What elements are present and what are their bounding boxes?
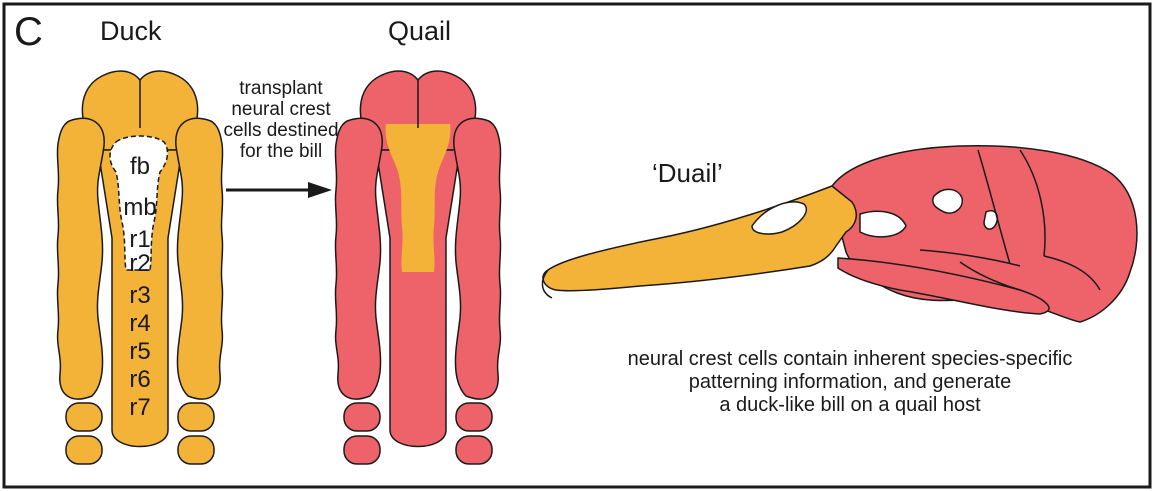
chimera-label: ‘Duail’ xyxy=(652,160,723,186)
caption-line-3: a duck-like bill on a quail host xyxy=(590,394,1110,417)
duck-somite-right-2 xyxy=(178,436,214,464)
segment-label-r3: r3 xyxy=(110,284,170,308)
quail-somite-left-2 xyxy=(344,436,380,464)
segment-label-r2: r2 xyxy=(110,252,170,276)
arrow-caption-line-3: cells destined xyxy=(206,120,356,141)
segment-label-r7: r7 xyxy=(110,396,170,420)
quail-right-column xyxy=(454,118,501,399)
arrow-caption: transplant neural crest cells destined f… xyxy=(206,78,356,162)
segment-label-mb: mb xyxy=(110,196,170,220)
duail-skull xyxy=(542,146,1137,322)
segment-label-r4: r4 xyxy=(110,312,170,336)
quail-title: Quail xyxy=(388,18,451,45)
panel-letter: C xyxy=(14,12,43,52)
skull-duck-bill xyxy=(543,186,856,291)
arrow-caption-line-4: for the bill xyxy=(206,141,356,162)
duck-left-column xyxy=(57,118,104,399)
segment-label-r5: r5 xyxy=(110,340,170,364)
segment-label-fb: fb xyxy=(110,155,170,179)
duck-somite-left-2 xyxy=(66,436,102,464)
arrow-caption-line-2: neural crest xyxy=(206,99,356,120)
caption-line-1: neural crest cells contain inherent spec… xyxy=(590,348,1110,371)
segment-label-r6: r6 xyxy=(110,368,170,392)
transplant-arrow xyxy=(226,182,332,198)
duck-somite-right-1 xyxy=(178,403,214,431)
quail-somite-left-1 xyxy=(344,403,380,431)
quail-somite-right-1 xyxy=(456,403,492,431)
caption-line-2: patterning information, and generate xyxy=(590,371,1110,394)
segment-label-r1: r1 xyxy=(110,228,170,252)
duck-somite-left-1 xyxy=(66,403,102,431)
duck-title: Duck xyxy=(100,18,162,45)
result-caption: neural crest cells contain inherent spec… xyxy=(590,348,1110,417)
arrow-caption-line-1: transplant xyxy=(206,78,356,99)
quail-somite-right-2 xyxy=(456,436,492,464)
